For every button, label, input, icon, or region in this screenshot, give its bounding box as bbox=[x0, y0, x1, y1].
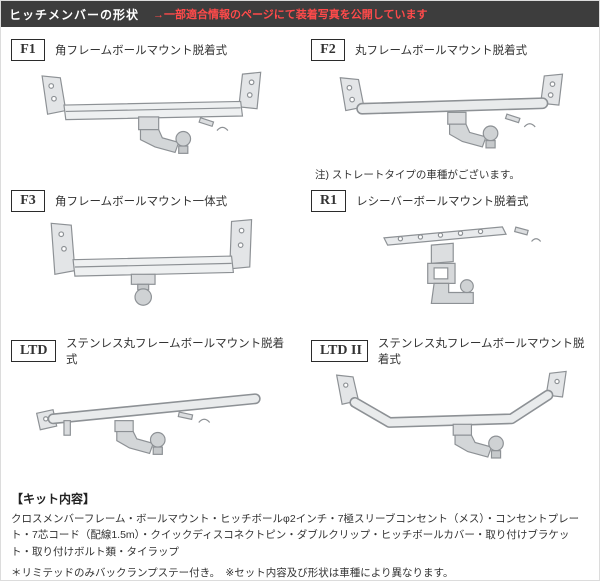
type-code-badge: F3 bbox=[11, 190, 45, 212]
kit-contents-section: 【キット内容】 クロスメンバーフレーム・ボールマウント・ヒッチボールφ2インチ・… bbox=[1, 482, 599, 580]
hitch-type-grid: F1 角フレームボールマウント脱着式 bbox=[1, 27, 599, 482]
type-label: 丸フレームボールマウント脱着式 bbox=[355, 45, 528, 57]
type-code-badge: F1 bbox=[11, 39, 45, 61]
type-label: 角フレームボールマウント一体式 bbox=[55, 196, 228, 208]
r1-hitch-svg bbox=[382, 226, 541, 305]
type-head: LTD ステンレス丸フレームボールマウント脱着式 bbox=[11, 338, 291, 366]
f1-hitch-svg bbox=[41, 71, 261, 154]
type-code-badge: LTD bbox=[11, 340, 56, 362]
type-note bbox=[311, 318, 591, 332]
type-head: R1 レシーバーボールマウント脱着式 bbox=[311, 190, 591, 212]
type-code-badge: F2 bbox=[311, 39, 345, 61]
hitch-type-f1: F1 角フレームボールマウント脱着式 bbox=[1, 31, 301, 182]
type-code-badge: LTD II bbox=[311, 340, 368, 362]
hitch-type-ltd: LTD ステンレス丸フレームボールマウント脱着式 bbox=[1, 332, 301, 482]
header-note: →一部適合情報のページにて装着写真を公開しています bbox=[153, 9, 428, 21]
type-head: F1 角フレームボールマウント脱着式 bbox=[11, 39, 291, 61]
type-note bbox=[11, 318, 291, 332]
type-label: レシーバーボールマウント脱着式 bbox=[356, 196, 529, 208]
f3-hitch-svg bbox=[50, 218, 252, 306]
f3-hitch-drawing bbox=[11, 216, 291, 318]
type-note bbox=[311, 468, 591, 482]
page-title: ヒッチメンバーの形状 bbox=[9, 7, 140, 22]
ltd-hitch-drawing bbox=[11, 366, 291, 468]
type-head: F2 丸フレームボールマウント脱着式 bbox=[311, 39, 591, 61]
kit-heading: 【キット内容】 bbox=[11, 492, 96, 506]
type-label: ステンレス丸フレームボールマウント脱着式 bbox=[65, 338, 285, 366]
hitch-type-ltd2: LTD II ステンレス丸フレームボールマウント脱着式 bbox=[301, 332, 599, 482]
ltd2-hitch-svg bbox=[335, 370, 567, 459]
hitch-type-f2: F2 丸フレームボールマウント脱着式 bbox=[301, 31, 599, 182]
kit-body: クロスメンバーフレーム・ボールマウント・ヒッチボールφ2インチ・7極スリーブコン… bbox=[11, 513, 580, 558]
hitch-type-f3: F3 角フレームボールマウント一体式 bbox=[1, 182, 301, 332]
ltd2-hitch-drawing bbox=[311, 366, 591, 468]
f2-hitch-drawing bbox=[311, 65, 591, 167]
ltd-hitch-svg bbox=[35, 393, 261, 455]
f2-hitch-svg bbox=[339, 73, 563, 149]
type-note: 注) ストレートタイプの車種がございます。 bbox=[315, 169, 520, 181]
type-note bbox=[11, 468, 291, 482]
type-note bbox=[11, 167, 291, 181]
hitch-type-r1: R1 レシーバーボールマウント脱着式 bbox=[301, 182, 599, 332]
type-label: 角フレームボールマウント脱着式 bbox=[55, 45, 228, 57]
type-label: ステンレス丸フレームボールマウント脱着式 bbox=[377, 338, 585, 366]
type-code-badge: R1 bbox=[311, 190, 347, 212]
kit-footnote: ＊リミテッドのみバックランプステー付き。 ※セット内容及び形状は車種により異なり… bbox=[11, 566, 454, 579]
f1-hitch-drawing bbox=[11, 65, 291, 167]
type-head: F3 角フレームボールマウント一体式 bbox=[11, 190, 291, 212]
section-header: ヒッチメンバーの形状 →一部適合情報のページにて装着写真を公開しています bbox=[1, 1, 599, 27]
type-head: LTD II ステンレス丸フレームボールマウント脱着式 bbox=[311, 338, 591, 366]
r1-hitch-drawing bbox=[311, 216, 591, 318]
